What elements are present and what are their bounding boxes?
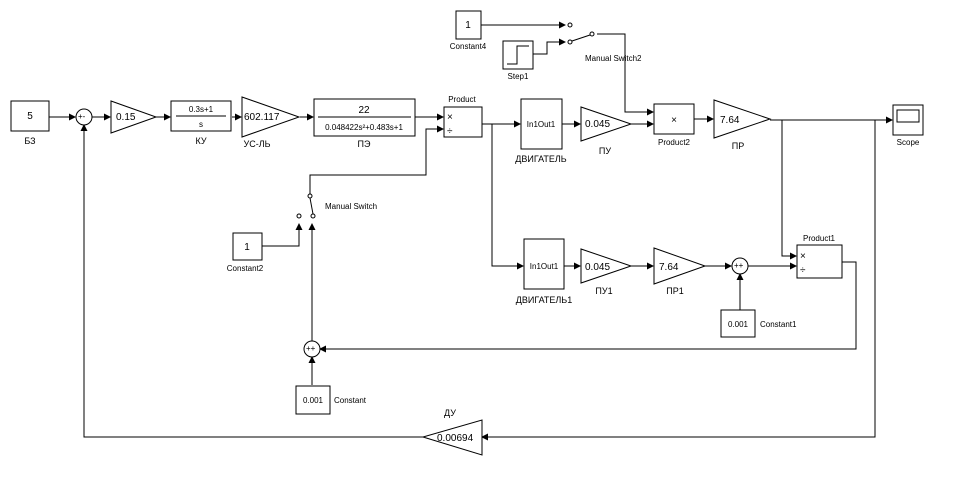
- gain-du-label: ДУ: [444, 408, 456, 418]
- gain-pu[interactable]: 0.045: [580, 106, 633, 142]
- svg-text:In1Out1: In1Out1: [530, 262, 559, 271]
- gain-pr1[interactable]: 7.64: [653, 247, 707, 285]
- svg-text:0.048422s²+0.483s+1: 0.048422s²+0.483s+1: [325, 123, 403, 132]
- constant2-block[interactable]: 1: [232, 232, 263, 261]
- svg-text:÷: ÷: [447, 126, 453, 137]
- svg-text:0.001: 0.001: [303, 396, 324, 405]
- gain-pu-label: ПУ: [599, 146, 611, 156]
- constant-bz[interactable]: 5: [10, 100, 50, 132]
- product2-block[interactable]: ×: [653, 103, 695, 135]
- svg-text:1: 1: [465, 20, 471, 31]
- svg-text:++: ++: [306, 344, 316, 353]
- svg-text:÷: ÷: [800, 265, 806, 276]
- motor1-subsystem-label: ДВИГАТЕЛЬ1: [516, 295, 572, 305]
- svg-text:×: ×: [671, 115, 677, 126]
- gain-pr1-label: ПР1: [666, 286, 683, 296]
- constant1-block[interactable]: 0.001: [720, 309, 756, 338]
- step1-block[interactable]: [502, 40, 534, 70]
- svg-text:22: 22: [358, 105, 370, 116]
- product1-label: Product1: [803, 234, 836, 243]
- svg-text:+-: +-: [78, 112, 86, 121]
- sum-block-1[interactable]: +-: [75, 108, 93, 126]
- sum-block-pr1[interactable]: ++: [731, 257, 749, 275]
- svg-text:0.3s+1: 0.3s+1: [189, 105, 214, 114]
- transfer-fcn-pe[interactable]: 22 0.048422s²+0.483s+1: [313, 98, 416, 137]
- motor-subsystem-label: ДВИГАТЕЛЬ: [515, 154, 567, 164]
- constant4-block[interactable]: 1: [455, 10, 482, 40]
- svg-text:7.64: 7.64: [659, 262, 679, 273]
- svg-text:×: ×: [800, 251, 806, 262]
- gain-pr-label: ПР: [732, 141, 744, 151]
- svg-text:s: s: [199, 120, 203, 129]
- product-block[interactable]: × ÷: [443, 106, 483, 138]
- gain-0-15[interactable]: 0.15: [110, 100, 158, 134]
- step1-label: Step1: [508, 72, 529, 81]
- svg-text:0.045: 0.045: [585, 262, 610, 273]
- transfer-fcn-pe-label: ПЭ: [358, 139, 371, 149]
- product2-label: Product2: [658, 138, 691, 147]
- manual-switch2[interactable]: [567, 22, 595, 45]
- svg-text:0.045: 0.045: [585, 119, 610, 130]
- svg-text:×: ×: [447, 112, 453, 123]
- motor-subsystem[interactable]: In1Out1: [520, 98, 563, 150]
- svg-text:602.117: 602.117: [244, 112, 280, 123]
- svg-text:0.15: 0.15: [116, 112, 136, 123]
- gain-pr[interactable]: 7.64: [713, 99, 772, 139]
- manual-switch[interactable]: [296, 193, 316, 219]
- svg-text:7.64: 7.64: [720, 115, 740, 126]
- scope-label: Scope: [897, 138, 920, 147]
- manual-switch2-label: Manual Switch2: [585, 54, 642, 63]
- constant1-label: Constant1: [760, 320, 797, 329]
- svg-text:0.001: 0.001: [728, 320, 749, 329]
- manual-switch-label: Manual Switch: [325, 202, 377, 211]
- constant-block[interactable]: 0.001: [295, 385, 331, 415]
- scope-block[interactable]: [892, 104, 924, 136]
- svg-text:++: ++: [734, 261, 744, 270]
- transfer-fcn-ku-label: КУ: [195, 136, 206, 146]
- gain-us[interactable]: 602.117: [241, 96, 301, 138]
- svg-text:0.00694: 0.00694: [437, 433, 474, 444]
- gain-pu1-label: ПУ1: [595, 286, 612, 296]
- svg-text:5: 5: [27, 111, 33, 122]
- product1-block[interactable]: × ÷: [796, 244, 843, 279]
- gain-du[interactable]: 0.00694: [421, 419, 483, 456]
- sum-block-low[interactable]: ++: [303, 340, 321, 358]
- motor1-subsystem[interactable]: In1Out1: [523, 238, 565, 290]
- svg-text:In1Out1: In1Out1: [527, 120, 556, 129]
- constant-label: Constant: [334, 396, 367, 405]
- gain-us-label: УС-ЛЬ: [243, 139, 270, 149]
- constant-bz-label: БЗ: [24, 136, 35, 146]
- gain-pu1[interactable]: 0.045: [580, 248, 633, 284]
- signal-lines: [49, 21, 893, 441]
- constant4-label: Constant4: [450, 42, 487, 51]
- constant2-label: Constant2: [227, 264, 264, 273]
- svg-text:1: 1: [244, 242, 250, 253]
- product-label: Product: [448, 95, 476, 104]
- transfer-fcn-ku[interactable]: 0.3s+1 s: [170, 100, 232, 132]
